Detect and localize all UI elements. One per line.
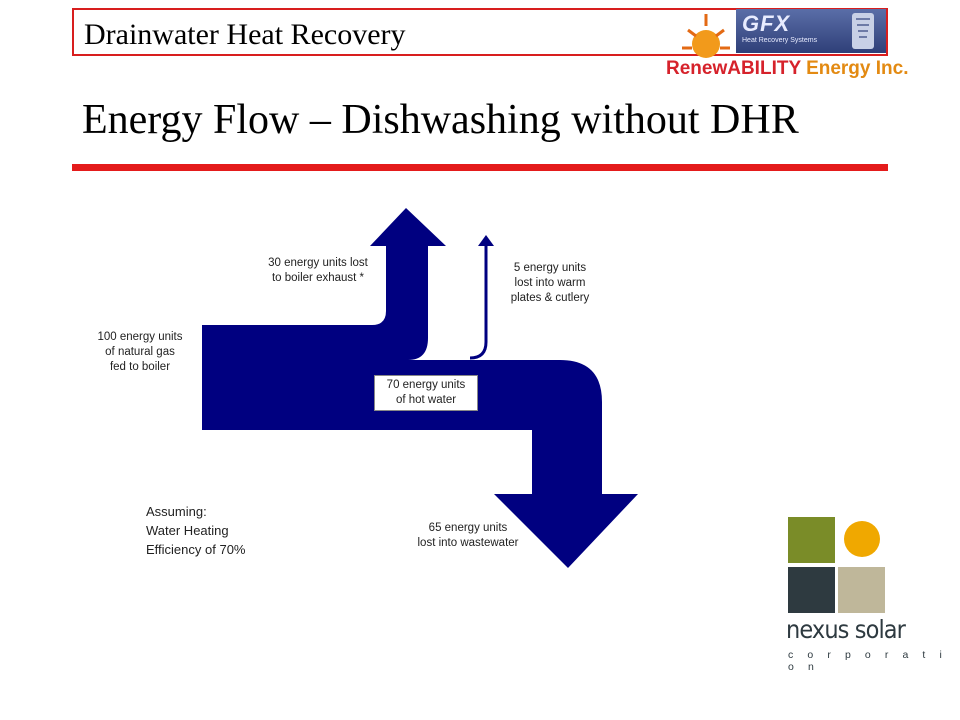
renewability-logo-part1: RenewABILITY — [666, 58, 801, 79]
input-label-line: of natural gas — [105, 346, 175, 358]
nexus-solar-name: nexus solar — [786, 615, 906, 644]
assumption-note: Assuming: Water Heating Efficiency of 70… — [146, 502, 245, 559]
slide-title: Energy Flow – Dishwashing without DHR — [82, 97, 799, 143]
assumption-line: Assuming: — [146, 504, 207, 519]
header-title: Drainwater Heat Recovery — [84, 18, 406, 51]
wastewater-label: 65 energy units lost into wastewater — [398, 521, 538, 551]
plates-label-line: plates & cutlery — [510, 292, 590, 304]
exhaust-label-line: to boiler exhaust * — [271, 272, 365, 284]
hotwater-label-line: 70 energy units — [386, 379, 466, 391]
plates-loss-arrowhead — [478, 235, 494, 246]
gfx-logo-text: GFX — [742, 11, 791, 36]
wastewater-label-line: 65 energy units — [428, 522, 508, 534]
gfx-logo: GFX Heat Recovery Systems — [736, 9, 886, 53]
plates-label: 5 energy units lost into warm plates & c… — [498, 261, 602, 306]
exhaust-label: 30 energy units lost to boiler exhaust * — [248, 256, 388, 286]
renewability-logo-part2: Energy Inc. — [806, 58, 909, 79]
wastewater-label-line: lost into wastewater — [417, 537, 519, 549]
hotwater-label-line: of hot water — [395, 394, 457, 406]
plates-label-line: 5 energy units — [513, 262, 587, 274]
input-label: 100 energy units of natural gas fed to b… — [88, 330, 192, 375]
plates-label-line: lost into warm — [514, 277, 586, 289]
input-label-line: fed to boiler — [109, 361, 171, 373]
title-divider — [72, 164, 888, 171]
shower-icon — [852, 13, 874, 49]
nexus-solar-logo-mark — [788, 517, 885, 613]
assumption-line: Water Heating — [146, 523, 229, 538]
assumption-line: Efficiency of 70% — [146, 542, 246, 557]
input-label-line: 100 energy units — [97, 331, 183, 343]
nexus-solar-tagline: c o r p o r a t i o n — [788, 649, 948, 673]
gfx-logo-subtitle: Heat Recovery Systems — [742, 37, 818, 44]
plates-loss-arrow — [469, 242, 488, 360]
renewability-logo: RenewABILITY Energy Inc. — [666, 58, 908, 80]
exhaust-label-line: 30 energy units lost — [268, 257, 368, 269]
sun-icon — [682, 14, 730, 58]
hotwater-label: 70 energy units of hot water — [374, 375, 478, 411]
